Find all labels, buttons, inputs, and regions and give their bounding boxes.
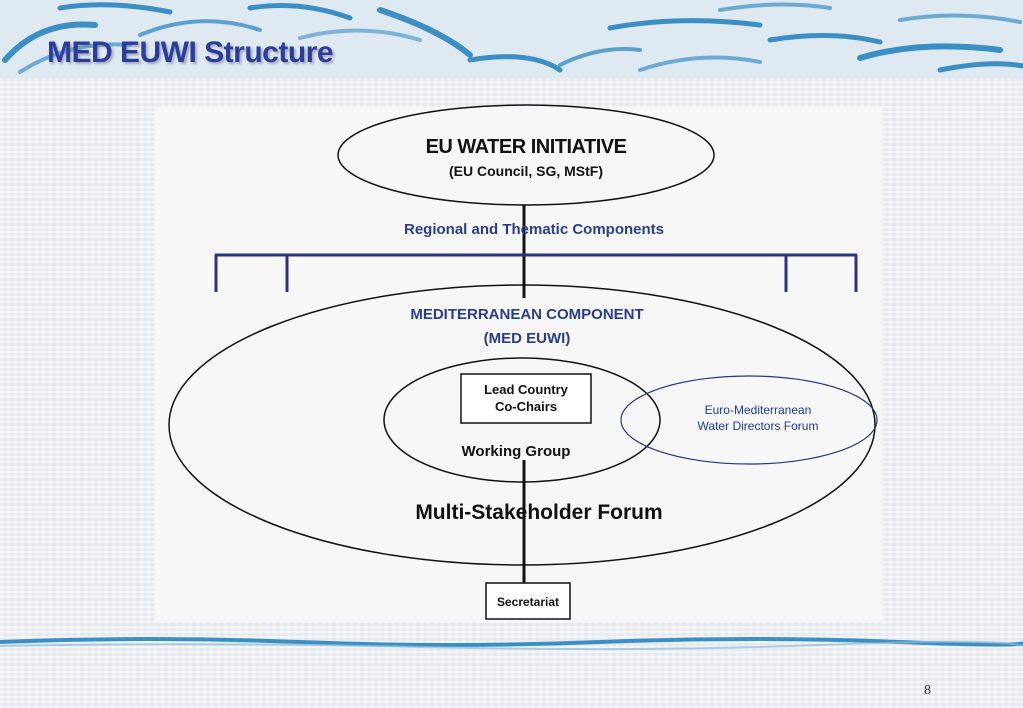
lead-country-box: [460, 373, 592, 424]
secretariat-label: Secretariat: [497, 595, 559, 609]
mediterranean-component-ellipse: [168, 284, 876, 566]
eu-water-initiative-ellipse: [337, 104, 715, 206]
branch-label: Regional and Thematic Components: [404, 221, 664, 238]
page-number: 8: [924, 683, 931, 698]
diagram-panel: [155, 108, 882, 622]
wave-decoration-top: [0, 0, 1023, 78]
lead-country-line2: Co-Chairs: [495, 399, 557, 414]
working-group-label: Working Group: [462, 443, 571, 460]
eu-water-initiative-title: EU WATER INITIATIVE: [426, 136, 627, 158]
branch-bracket: [214, 253, 858, 292]
wave-decoration-bottom: [0, 637, 1023, 651]
forum-label-line2: Water Directors Forum: [697, 419, 819, 433]
mediterranean-component-title: MEDITERRANEAN COMPONENT: [410, 306, 643, 323]
eu-water-initiative-subtitle: (EU Council, SG, MStF): [449, 163, 603, 179]
secretariat-box: [485, 582, 571, 620]
lead-country-line1: Lead Country: [484, 382, 569, 397]
working-group-ellipse: [383, 357, 661, 483]
slide-title: MED EUWI Structure: [47, 36, 334, 69]
forum-label: Euro-Mediterranean Water Directors Forum: [672, 402, 844, 434]
forum-ellipse: [620, 375, 878, 465]
mediterranean-component-subtitle: (MED EUWI): [484, 330, 571, 347]
multi-stakeholder-label: Multi-Stakeholder Forum: [415, 501, 662, 524]
forum-label-line1: Euro-Mediterranean: [704, 403, 812, 417]
